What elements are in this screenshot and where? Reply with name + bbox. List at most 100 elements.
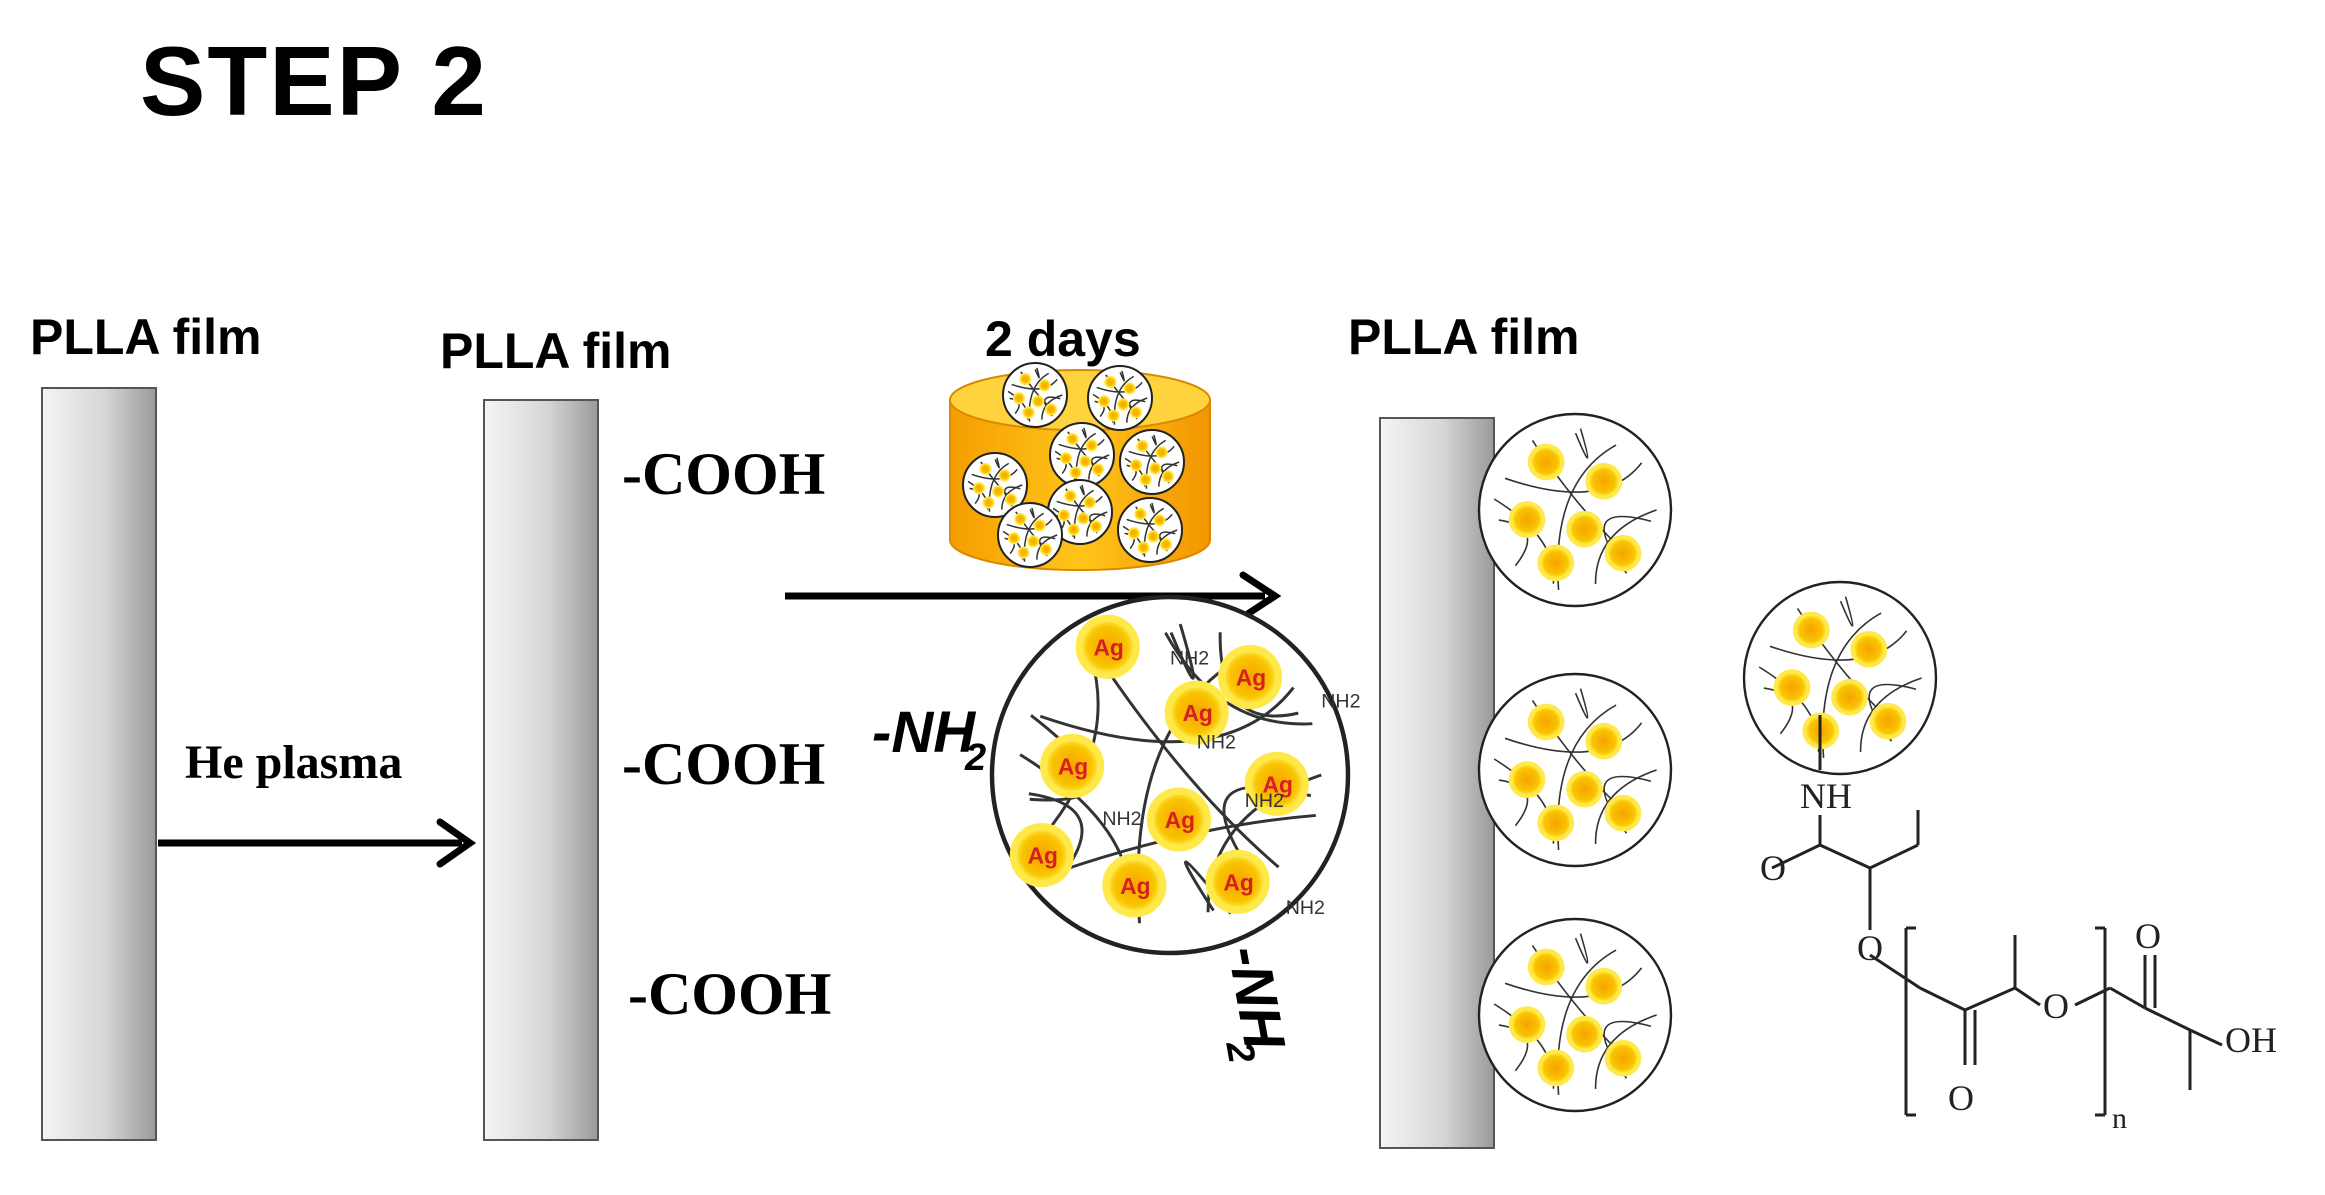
svg-text:-NH: -NH <box>872 700 976 765</box>
hydrogel-particle-small-4 <box>1742 580 1938 776</box>
silver-nanoparticle <box>1159 538 1173 551</box>
silver-nanoparticle <box>1604 1039 1642 1077</box>
silver-nanoparticle <box>1566 1015 1603 1053</box>
silver-nanoparticle <box>1007 532 1021 545</box>
silver-nanoparticle <box>1604 794 1642 832</box>
silver-nanoparticle <box>1127 527 1141 540</box>
he-plasma-label: He plasma <box>185 736 403 789</box>
silver-nanoparticle <box>1527 948 1565 986</box>
silver-nanoparticle <box>1091 463 1105 476</box>
silver-nanoparticle <box>1044 403 1058 416</box>
silver-nanoparticle <box>1039 543 1053 556</box>
silver-nanoparticle <box>1107 409 1120 422</box>
svg-text:NH2: NH2 <box>1245 790 1284 812</box>
silver-nanoparticle <box>1004 493 1018 506</box>
struct-o-ether-2: O <box>2043 986 2069 1026</box>
cooh-group-middle: -COOH <box>622 731 826 797</box>
struct-oh: OH <box>2225 1020 2277 1060</box>
silver-nanoparticle <box>1773 669 1811 706</box>
hydrogel-particle-small-3 <box>1477 917 1673 1113</box>
svg-text:Ag: Ag <box>1223 869 1253 895</box>
hydrogel-particle-jar-8 <box>1117 497 1183 563</box>
silver-nanoparticle <box>1019 372 1032 386</box>
silver-nanoparticle <box>1153 514 1166 527</box>
struct-repeat-n: n <box>2112 1102 2127 1135</box>
silver-nanoparticle <box>1537 544 1575 582</box>
cooh-group-bottom: -COOH <box>628 961 832 1027</box>
silver-nanoparticle <box>1244 751 1309 816</box>
silver-nanoparticle <box>1079 455 1092 468</box>
chemical-structure <box>1771 715 2223 1117</box>
silver-nanoparticle <box>979 462 992 476</box>
step-title: STEP 2 <box>140 26 488 136</box>
silver-nanoparticle <box>1566 510 1603 548</box>
svg-text:2: 2 <box>1217 1037 1262 1066</box>
silver-nanoparticle <box>1069 466 1082 479</box>
silver-nanoparticle <box>1017 546 1030 559</box>
cooh-group-top: -COOH <box>622 441 826 507</box>
film-label-3: PLLA film <box>1348 309 1580 365</box>
silver-nanoparticle <box>1014 512 1027 526</box>
svg-text:Ag: Ag <box>1165 807 1195 833</box>
silver-nanoparticle <box>1032 395 1045 408</box>
silver-nanoparticle <box>1604 534 1642 572</box>
silver-nanoparticle <box>1077 512 1090 525</box>
silver-nanoparticle <box>1508 501 1546 538</box>
nanoparticle-jar <box>949 362 1211 571</box>
silver-nanoparticle <box>1083 496 1096 509</box>
svg-text:NH2: NH2 <box>1170 648 1209 670</box>
struct-o-carbonyl-2: O <box>1948 1078 1974 1118</box>
svg-text:Ag: Ag <box>1028 843 1058 869</box>
hydrogel-particle-jar-2 <box>1087 365 1153 431</box>
silver-nanoparticle <box>1104 375 1117 389</box>
svg-text:NH2: NH2 <box>1321 690 1360 712</box>
silver-nanoparticle <box>1066 432 1079 446</box>
attached-particles <box>1477 412 1938 1113</box>
silver-nanoparticle <box>1205 849 1270 914</box>
silver-nanoparticle <box>1033 519 1046 532</box>
hydrogel-particle-jar-5 <box>1119 429 1185 495</box>
struct-o-carbonyl: O <box>1760 848 1786 888</box>
silver-nanoparticle <box>1585 722 1623 760</box>
silver-nanoparticle <box>1089 520 1103 533</box>
struct-nh: NH <box>1800 776 1852 816</box>
hydrogel-particle-jar-4 <box>962 452 1028 518</box>
silver-nanoparticle <box>1102 853 1167 918</box>
pll-film-2 <box>483 399 599 1141</box>
film-label-2: PLLA film <box>440 323 672 379</box>
svg-text:NH2: NH2 <box>1197 731 1236 753</box>
silver-nanoparticle <box>1508 1006 1546 1043</box>
arrow-incubation-head <box>1239 571 1282 621</box>
arrow-plasma-head <box>436 818 477 868</box>
silver-nanoparticle <box>1139 473 1152 486</box>
svg-text:Ag: Ag <box>1120 873 1150 899</box>
silver-nanoparticle <box>1218 645 1283 710</box>
svg-text:NH2: NH2 <box>1102 808 1141 830</box>
amine-label-left: -NH 2 <box>872 700 986 779</box>
silver-nanoparticle <box>1585 462 1623 500</box>
svg-text:Ag: Ag <box>1236 665 1266 691</box>
hydrogel-particle-jar-6 <box>1047 479 1113 545</box>
silver-nanoparticle <box>1075 614 1140 679</box>
incubation-label: 2 days <box>985 311 1141 367</box>
silver-nanoparticle <box>1164 680 1229 745</box>
silver-nanoparticle <box>1012 392 1026 405</box>
film-label-1: PLLA film <box>30 309 262 365</box>
silver-nanoparticle <box>1064 489 1077 503</box>
pll-film-3 <box>1379 417 1495 1149</box>
silver-nanoparticle <box>982 496 995 509</box>
svg-text:Ag: Ag <box>1093 634 1123 660</box>
silver-nanoparticle <box>1566 770 1603 808</box>
silver-nanoparticle <box>1027 535 1040 548</box>
silver-nanoparticle <box>1149 462 1162 475</box>
hydrogel-particle-small-1 <box>1477 412 1673 608</box>
struct-o-carbonyl-3: O <box>2135 916 2161 956</box>
hydrogel-particle-jar-3 <box>1049 422 1115 488</box>
silver-nanoparticle <box>1009 823 1074 888</box>
silver-nanoparticle <box>972 482 986 495</box>
silver-nanoparticle <box>1129 459 1143 472</box>
silver-nanoparticle <box>1059 452 1073 465</box>
